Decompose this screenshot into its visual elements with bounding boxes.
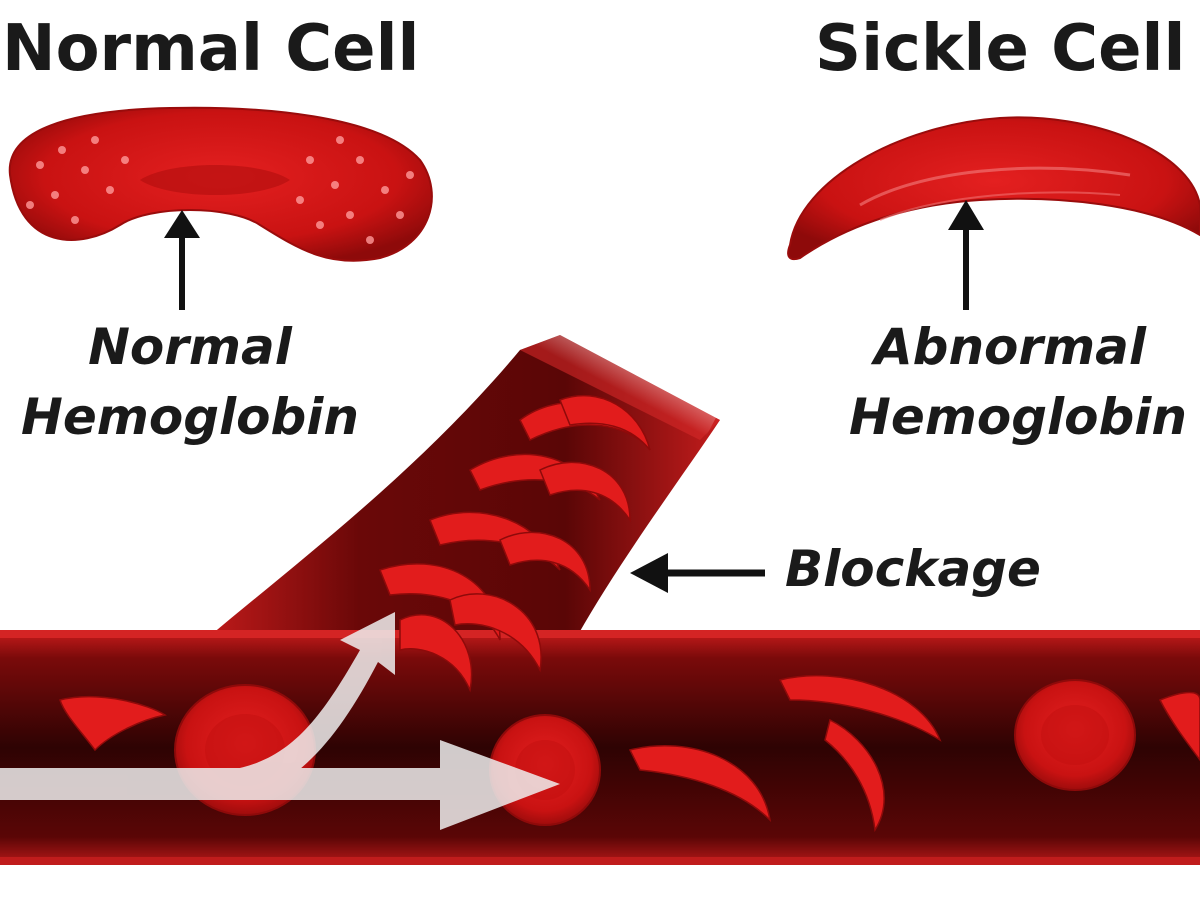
blood-flow-arrows bbox=[0, 612, 560, 830]
abnormal-hemoglobin-caption-line1: Abnormal bbox=[873, 318, 1147, 376]
normal-cell-title: Normal Cell bbox=[2, 12, 420, 86]
sickle-red-blood-cell bbox=[787, 116, 1200, 261]
flowing-blood-cells bbox=[59, 674, 1200, 833]
blockage-pointer-arrow bbox=[630, 553, 765, 593]
blockage-label: Blockage bbox=[785, 540, 1041, 598]
normal-red-blood-cell bbox=[8, 106, 433, 262]
normal-hemoglobin-caption-line2: Hemoglobin bbox=[20, 388, 359, 446]
blocked-sickle-cells bbox=[379, 394, 651, 693]
abnormal-hemoglobin-caption-line2: Hemoglobin bbox=[848, 388, 1187, 446]
hemoglobin-dots bbox=[26, 136, 414, 244]
sickle-cell-pointer-arrow bbox=[948, 200, 984, 310]
sickle-cell-title: Sickle Cell bbox=[815, 12, 1186, 86]
normal-cell-pointer-arrow bbox=[164, 210, 200, 310]
normal-hemoglobin-caption-line1: Normal bbox=[88, 318, 292, 376]
